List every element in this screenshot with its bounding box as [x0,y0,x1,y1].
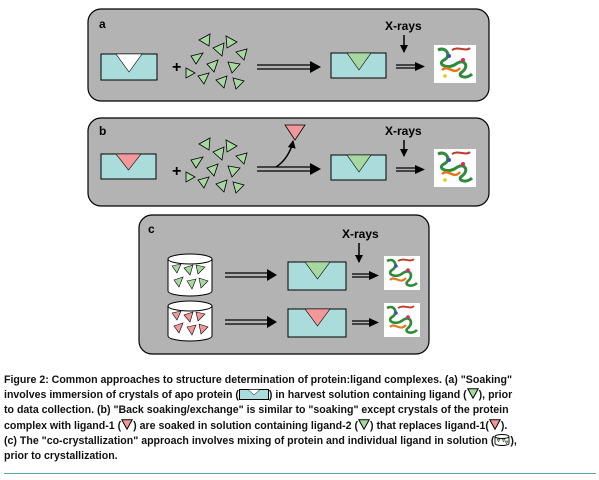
process-arrow-with-release [257,140,321,175]
protein-structure-image [384,256,420,290]
caption-line-6: prior to crystallization. [4,450,118,463]
caption-line-5b: ), [510,434,517,447]
caption-divider [4,473,596,474]
panel-b-background [87,117,490,207]
red-ligand-icon [488,418,501,430]
apo-crystal-icon [238,389,269,401]
diffraction-arrow [396,165,425,174]
released-ligand-red [284,124,306,141]
process-arrow [257,61,321,73]
diffraction-arrow [396,62,425,71]
panel-b-label: b [99,124,106,138]
green-ligand-icon [466,388,479,400]
caption-line-3: to data collection. (b) "Back soaking/ex… [4,404,509,417]
diffraction-arrow [352,318,379,327]
cocrystal-red [287,308,347,338]
cocrystal-green [287,261,347,291]
figure-caption: Figure 2: Common approaches to structure… [4,373,596,464]
caption-line-2c: ), prior [478,389,513,402]
caption-line-2b: ) in harvest solution containing ligand … [268,389,467,402]
green-ligand-icon [357,418,370,430]
complex-crystal [330,52,387,79]
xray-label: X-rays [385,19,422,33]
apo-crystal [100,53,158,81]
caption-line-4b: ) are soaked in solution containing liga… [133,419,358,432]
solution-container-icon [494,433,510,446]
protein-structure-image [384,303,420,337]
diffraction-arrow [352,271,379,280]
xray-label: X-rays [385,124,422,138]
ligand1-complex-crystal [100,153,157,180]
red-ligand-icon [121,418,134,430]
process-arrow [225,269,277,281]
ligand-cluster-green [185,137,248,194]
exchanged-complex-crystal [330,154,387,181]
panel-a-background [87,8,490,102]
panel-a: a + X-rays [87,8,490,102]
process-arrow [225,316,277,328]
ligand-cluster-green [185,33,248,90]
xray-label: X-rays [342,227,379,241]
solution-container-red [167,300,213,342]
plus-sign: + [172,59,181,76]
panel-c-label: c [148,222,155,236]
caption-line-2a: involves immersion of crystals of apo pr… [4,389,239,402]
caption-line-1: Figure 2: Common approaches to structure… [4,374,513,386]
solution-container-green [167,253,213,297]
panel-a-label: a [99,17,106,31]
caption-line-5a: (c) The "co-crystallization" approach in… [4,434,495,447]
caption-line-4d: ). [500,419,508,432]
protein-structure-image [434,149,476,187]
protein-structure-image [434,45,476,83]
caption-line-4c: ) that replaces ligand-1( [369,419,489,432]
caption-line-4a: complex with ligand-1 ( [4,419,122,432]
panel-c: c X-rays [138,214,430,355]
panel-b: b + X-r [87,117,490,207]
plus-sign: + [172,163,181,180]
